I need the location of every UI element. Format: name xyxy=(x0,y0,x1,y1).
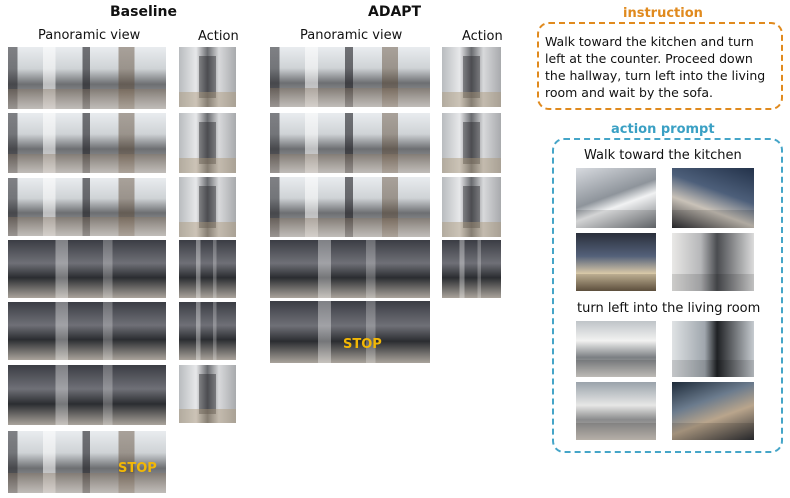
adapt-panorama-1 xyxy=(270,47,430,107)
baseline-action-1 xyxy=(179,47,236,107)
adapt-panorama-2 xyxy=(270,113,430,173)
baseline-panorama-1 xyxy=(8,47,166,109)
baseline-action-header: Action xyxy=(198,29,239,44)
baseline-action-3 xyxy=(179,177,236,237)
baseline-panoramic-header: Panoramic view xyxy=(38,28,141,43)
instruction-title: instruction xyxy=(623,6,703,21)
prompt-2-image-3 xyxy=(576,382,656,440)
prompt-1-image-3 xyxy=(576,233,656,291)
baseline-action-6 xyxy=(179,365,236,423)
baseline-panorama-7: STOP xyxy=(8,431,166,493)
prompt-1-image-2 xyxy=(672,168,754,228)
adapt-stop-label: STOP xyxy=(343,337,382,352)
adapt-panorama-3 xyxy=(270,177,430,237)
baseline-header: Baseline xyxy=(110,4,178,20)
action-prompt-2: turn left into the living room xyxy=(577,301,761,316)
adapt-action-2 xyxy=(442,113,501,173)
prompt-1-image-1 xyxy=(576,168,656,228)
adapt-action-4 xyxy=(442,240,501,298)
action-prompt-box xyxy=(552,138,783,453)
baseline-panorama-4 xyxy=(8,240,166,298)
prompt-2-image-2 xyxy=(672,321,754,377)
prompt-2-image-4 xyxy=(672,382,754,440)
adapt-action-header: Action xyxy=(462,29,503,44)
instruction-text: Walk toward the kitchen and turn left at… xyxy=(545,34,766,100)
baseline-action-2 xyxy=(179,113,236,173)
adapt-panorama-4 xyxy=(270,240,430,298)
adapt-header: ADAPT xyxy=(368,4,422,20)
instruction-box xyxy=(537,22,783,110)
action-prompt-1: Walk toward the kitchen xyxy=(584,148,742,163)
action-prompt-title: action prompt xyxy=(611,122,715,137)
prompt-1-image-4 xyxy=(672,233,754,291)
baseline-panorama-6 xyxy=(8,365,166,425)
baseline-panorama-5 xyxy=(8,302,166,360)
adapt-action-1 xyxy=(442,47,501,107)
baseline-action-4 xyxy=(179,240,236,298)
baseline-action-5 xyxy=(179,302,236,360)
baseline-panorama-3 xyxy=(8,178,166,236)
prompt-2-image-1 xyxy=(576,321,656,377)
adapt-panorama-5: STOP xyxy=(270,301,430,363)
baseline-panorama-2 xyxy=(8,113,166,173)
adapt-action-3 xyxy=(442,177,501,237)
adapt-panoramic-header: Panoramic view xyxy=(300,28,403,43)
baseline-stop-label: STOP xyxy=(118,461,157,476)
